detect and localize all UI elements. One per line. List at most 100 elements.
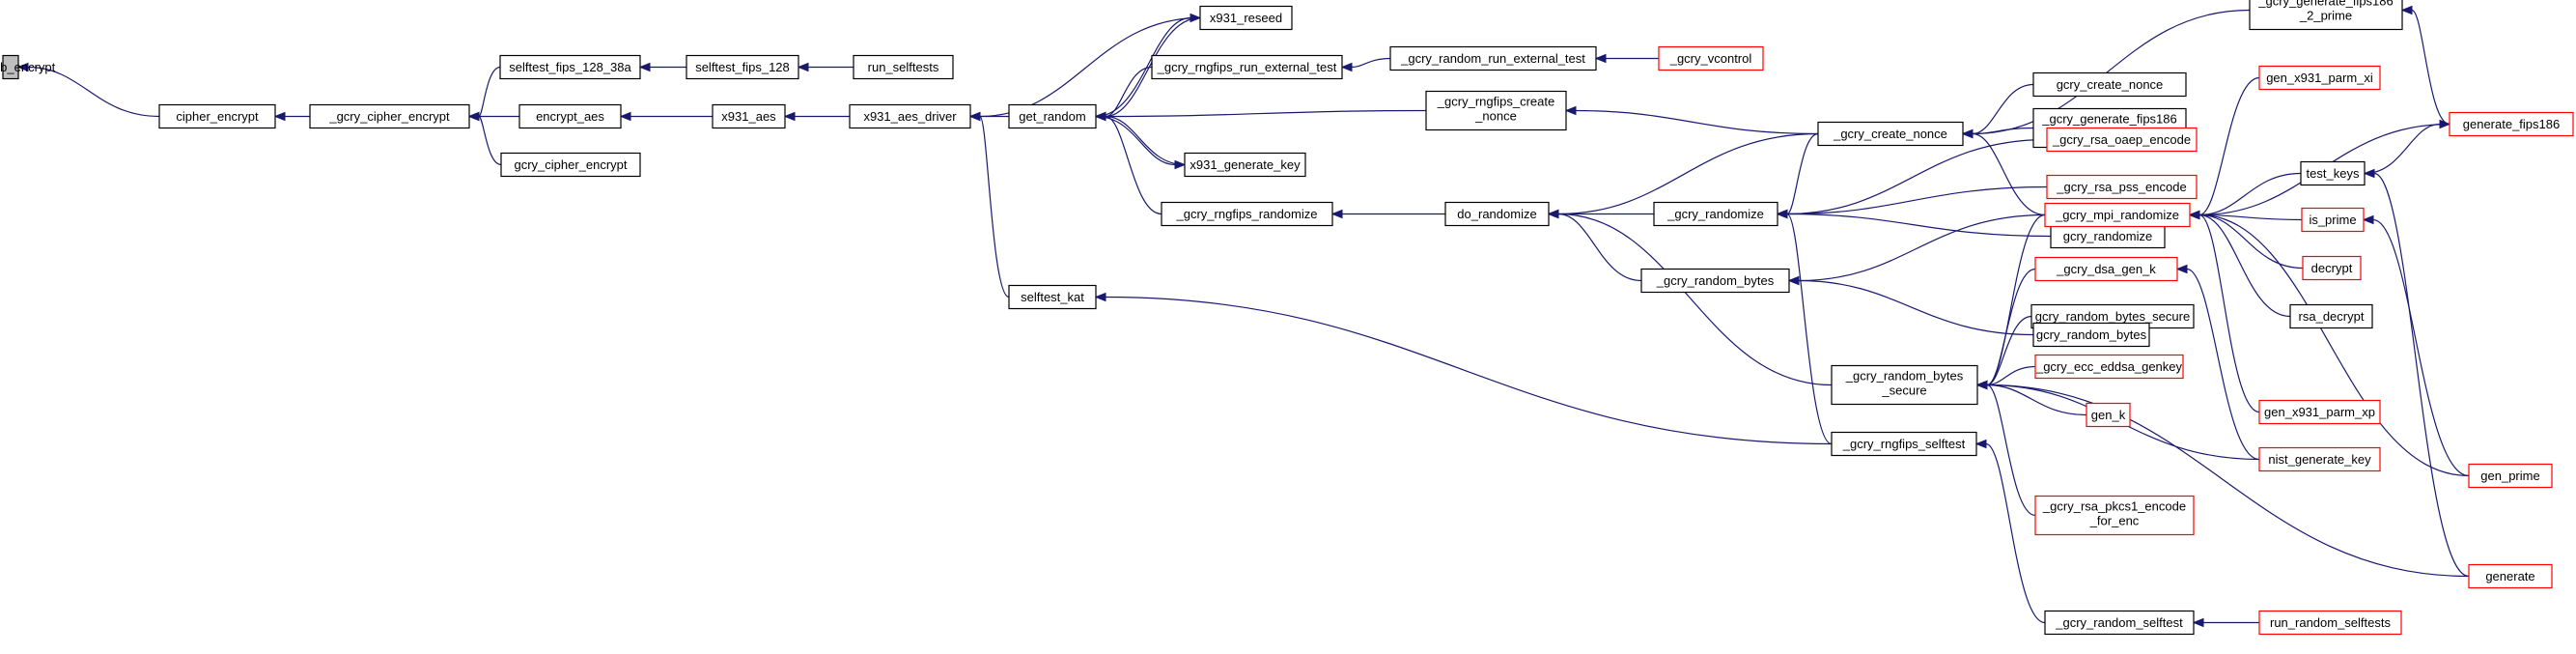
call-edge <box>1776 132 1819 219</box>
graph-node-generate-fips186[interactable]: generate_fips186 <box>2449 111 2574 137</box>
node-label: run_selftests <box>868 60 939 74</box>
node-label: x931_generate_key <box>1190 157 1301 172</box>
node-label: gcry_create_nonce <box>2057 77 2164 92</box>
call-edge <box>16 62 160 118</box>
graph-node-gcry-vcontrol[interactable]: _gcry_vcontrol <box>1658 45 1764 71</box>
graph-node-gen-prime[interactable]: gen_prime <box>2468 463 2553 489</box>
node-label: _gcry_rngfips_selftest <box>1842 437 1966 451</box>
graph-node-gcry-cipher-encrypt-int[interactable]: _gcry_cipher_encrypt <box>309 103 470 129</box>
graph-node-rngfips-randomize[interactable]: _gcry_rngfips_randomize <box>1161 201 1333 227</box>
node-box <box>2032 322 2150 348</box>
graph-node-gcry-create-nonce-int[interactable]: _gcry_create_nonce <box>1817 121 1964 147</box>
node-label: _gcry_random_bytes <box>1845 369 1964 384</box>
node-label: gcry_cipher_encrypt <box>514 157 627 172</box>
graph-node-get-random[interactable]: get_random <box>1008 103 1097 129</box>
node-label: _gcry_create_nonce <box>1833 127 1947 141</box>
node-box <box>2468 463 2553 489</box>
graph-node-x931-generate-key[interactable]: x931_generate_key <box>1184 152 1306 178</box>
graph-node-run-selftests[interactable]: run_selftests <box>853 54 954 80</box>
node-label: gen_k <box>2091 408 2126 422</box>
graph-node-gcry-random-bytes-int[interactable]: _gcry_random_bytes <box>1640 268 1790 294</box>
node-label: _gcry_rsa_oaep_encode <box>2052 132 2191 147</box>
graph-node-selftest-fips-128[interactable]: selftest_fips_128 <box>686 54 799 80</box>
graph-node-is-prime[interactable]: is_prime <box>2301 207 2365 233</box>
graph-node-selftest-fips-128-38a[interactable]: selftest_fips_128_38a <box>499 54 641 80</box>
node-box <box>499 54 641 80</box>
node-label: _gcry_random_run_external_test <box>1400 51 1585 66</box>
node-label: is_prime <box>2309 213 2356 227</box>
node-box <box>1389 45 1597 71</box>
call-edge <box>1547 209 1833 386</box>
graph-node-decrypt[interactable]: decrypt <box>2302 255 2362 281</box>
call-edge <box>1330 209 1445 219</box>
call-edge <box>467 66 501 122</box>
call-edge <box>2363 168 2470 578</box>
call-edge <box>1787 275 2034 336</box>
call-edge <box>2188 210 2260 413</box>
graph-node-random-selftest[interactable]: _gcry_random_selftest <box>2044 610 2195 636</box>
graph-node-gen-k[interactable]: gen_k <box>2086 402 2131 428</box>
graph-node-rngfips-run-external-test[interactable]: _gcry_rngfips_run_external_test <box>1151 54 1343 80</box>
call-edge <box>1094 109 1427 122</box>
graph-node-do-randomize[interactable]: do_randomize <box>1444 201 1550 227</box>
graph-node-gcry-randomize-int[interactable]: _gcry_randomize <box>1653 201 1778 227</box>
node-label: _gcry_randomize <box>1666 207 1764 221</box>
graph-node-gcry-create-nonce-pub[interactable]: gcry_create_nonce <box>2032 71 2187 98</box>
call-edge <box>2175 264 2260 461</box>
node-label: _gcry_generate_fips186 <box>2041 112 2177 127</box>
graph-node-mpi-randomize[interactable]: _gcry_mpi_randomize <box>2044 202 2191 228</box>
node-label: generate_fips186 <box>2463 117 2560 131</box>
graph-node-gcry-random-bytes-secure-int[interactable]: _gcry_random_bytes_secure <box>1831 364 1978 406</box>
node-label: cipher_encrypt <box>176 109 259 124</box>
graph-node-selftest-kat[interactable]: selftest_kat <box>1008 284 1097 310</box>
node-label: _gcry_vcontrol <box>1669 51 1752 66</box>
graph-node-do-ecb-encrypt[interactable]: do_ecb_encrypt <box>0 54 56 80</box>
graph-node-dsa-gen-k[interactable]: _gcry_dsa_gen_k <box>2034 256 2178 282</box>
call-edge <box>1094 66 1153 122</box>
graph-node-run-random-selftests[interactable]: run_random_selftests <box>2258 610 2402 636</box>
graph-node-gen-x931-parm-xi[interactable]: gen_x931_parm_xi <box>2258 65 2381 91</box>
graph-node-rsa-oaep-encode[interactable]: _gcry_rsa_oaep_encode <box>2046 127 2198 153</box>
graph-node-rngfips-selftest[interactable]: _gcry_rngfips_selftest <box>1831 431 1977 457</box>
node-box <box>2258 65 2381 91</box>
graph-node-rsa-decrypt[interactable]: rsa_decrypt <box>2289 303 2373 329</box>
node-box <box>1658 45 1764 71</box>
graph-node-nist-generate-key[interactable]: nist_generate_key <box>2258 446 2381 472</box>
graph-node-random-run-external-test[interactable]: _gcry_random_run_external_test <box>1389 45 1597 71</box>
node-label: generate <box>2485 569 2534 583</box>
node-layer: do_ecb_encrypt cipher_encrypt _gcry_cipher… <box>0 0 2574 636</box>
graph-node-x931-reseed[interactable]: x931_reseed <box>1199 5 1293 31</box>
graph-node-ecc-eddsa-genkey[interactable]: _gcry_ecc_eddsa_genkey <box>2034 354 2184 380</box>
node-box <box>1640 268 1790 294</box>
call-edge <box>1095 13 1202 118</box>
graph-node-gcry-randomize-pub[interactable]: gcry_randomize <box>2050 223 2166 249</box>
node-label: gcry_randomize <box>2063 229 2153 243</box>
node-label: selftest_fips_128_38a <box>509 60 631 74</box>
node-label: _gcry_rsa_pkcs1_encode <box>2042 499 2186 514</box>
node-label: _2_prime <box>2299 9 2352 23</box>
node-box <box>2468 563 2553 589</box>
graph-node-gcry-random-bytes-pub[interactable]: gcry_random_bytes <box>2032 322 2150 348</box>
graph-node-cipher-encrypt[interactable]: cipher_encrypt <box>158 103 276 129</box>
graph-node-x931-aes-driver[interactable]: x931_aes_driver <box>849 103 971 129</box>
graph-node-rngfips-create-nonce[interactable]: _gcry_rngfips_create_nonce <box>1425 90 1567 131</box>
graph-node-gcry-cipher-encrypt-pub[interactable]: gcry_cipher_encrypt <box>500 152 641 178</box>
node-label: _gcry_random_bytes <box>1656 273 1775 288</box>
graph-node-test-keys[interactable]: test_keys <box>2300 160 2366 186</box>
graph-node-generate-fips186-2-prime[interactable]: _gcry_generate_fips186_2_prime <box>2249 0 2403 31</box>
call-edge <box>1776 185 2048 219</box>
node-label: get_random <box>1019 109 1085 124</box>
node-box <box>1831 364 1978 406</box>
graph-node-gen-x931-parm-xp[interactable]: gen_x931_parm_xp <box>2258 399 2381 425</box>
graph-node-rsa-pss-encode[interactable]: _gcry_rsa_pss_encode <box>2046 174 2198 200</box>
graph-node-generate[interactable]: generate <box>2468 563 2553 589</box>
graph-node-gcry-random-bytes-secure-pub[interactable]: gcry_random_bytes_secure <box>2030 303 2195 329</box>
call-edge <box>1776 138 2048 219</box>
node-label: gcry_random_bytes_secure <box>2035 309 2190 324</box>
graph-node-encrypt-aes[interactable]: encrypt_aes <box>518 103 622 129</box>
graph-node-x931-aes[interactable]: x931_aes <box>712 103 786 129</box>
node-label: gen_x931_parm_xi <box>2266 71 2373 85</box>
call-edge <box>1340 57 1391 72</box>
graph-node-rsa-pkcs1-encode-for-enc[interactable]: _gcry_rsa_pkcs1_encode_for_enc <box>2034 495 2195 536</box>
node-label: test_keys <box>2307 166 2360 181</box>
